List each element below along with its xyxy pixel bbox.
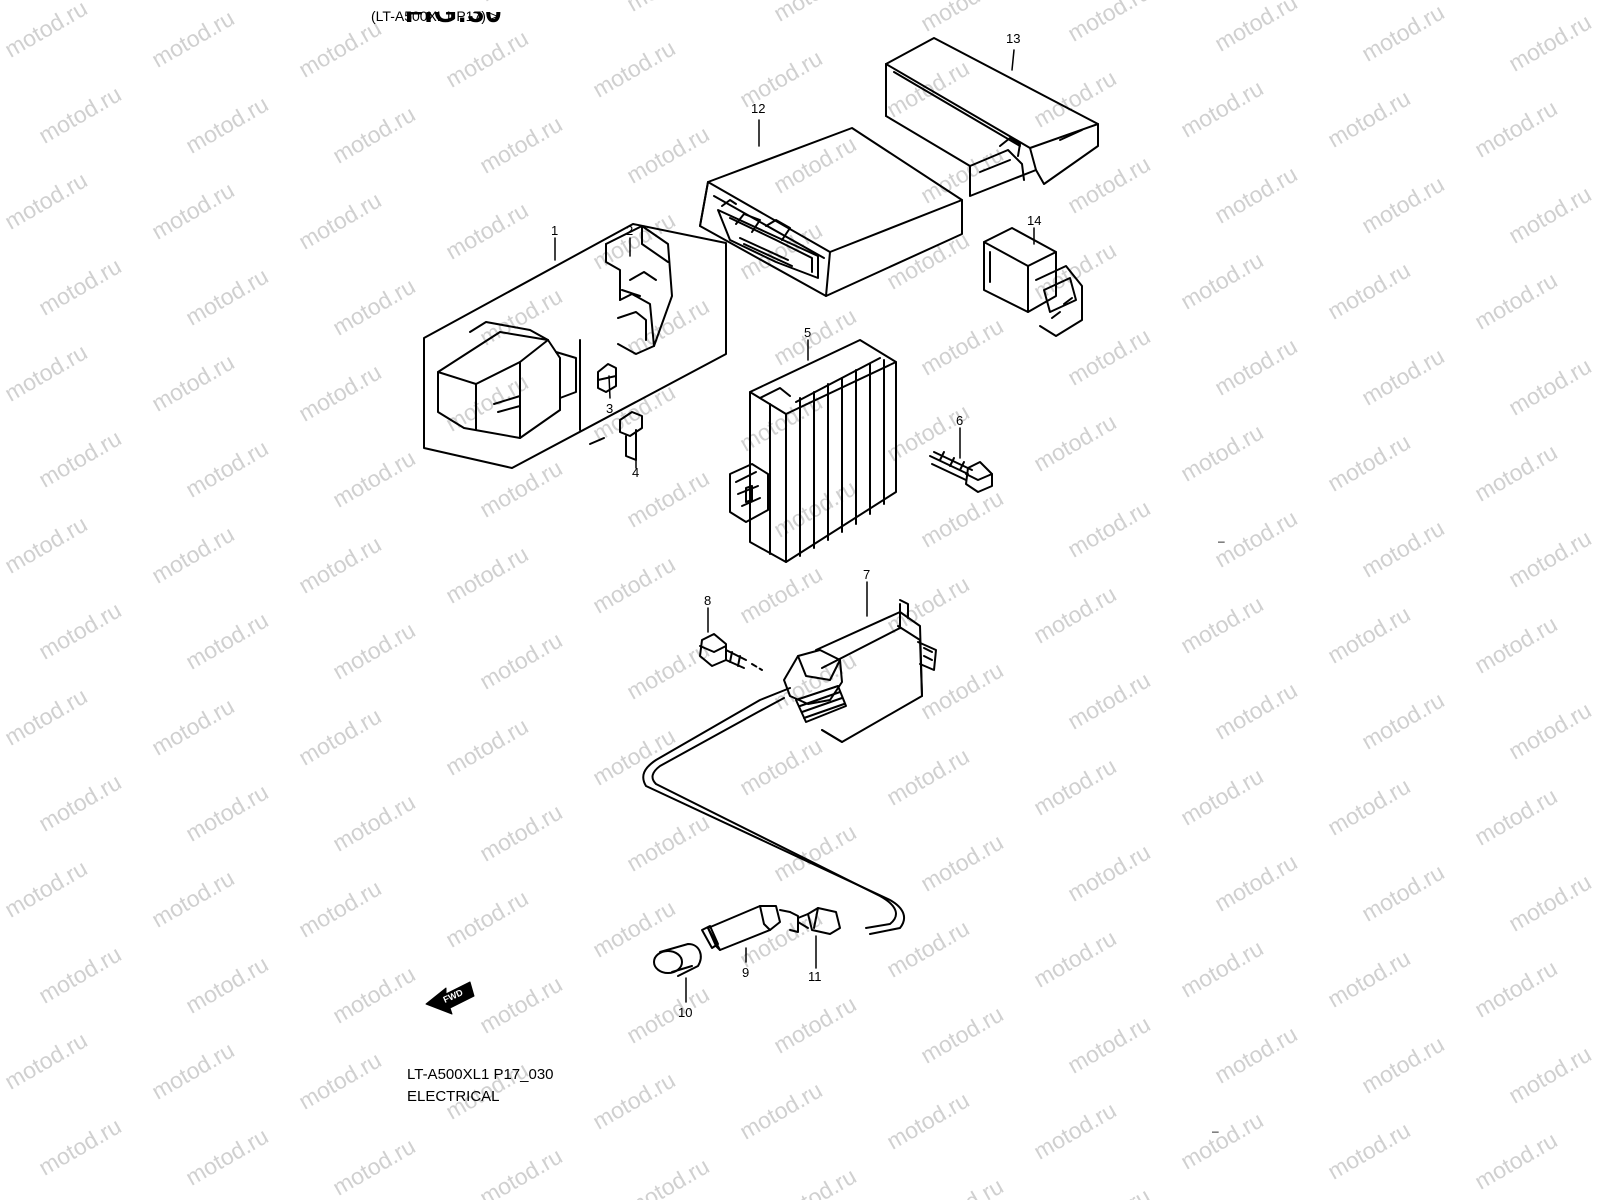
stray-mark: –	[1218, 534, 1225, 548]
part-10-cap-cover	[653, 943, 702, 977]
callout-1: 1	[551, 223, 559, 238]
callout-9: 9	[742, 965, 750, 980]
callout-3: 3	[606, 401, 614, 416]
callout-10: 10	[678, 1005, 693, 1020]
part-11-sleeve	[789, 907, 841, 935]
section-title: ELECTRICAL	[407, 1088, 500, 1105]
callout-12: 12	[751, 101, 766, 116]
part-14-relay	[983, 227, 1083, 337]
figure-number-text: FIG.30	[405, 12, 503, 29]
part-7-ignition-coil	[642, 599, 937, 935]
model-reference: (LT-A500XL1 P17) >	[371, 8, 498, 24]
callout-11: 11	[808, 969, 822, 984]
callout-8: 8	[704, 593, 712, 608]
part-12-ecm	[699, 127, 963, 297]
part-6-bolt	[929, 451, 993, 493]
part-13-bracket	[885, 37, 1099, 197]
part-8-bolt	[699, 633, 763, 671]
stray-mark: –	[1212, 1124, 1219, 1138]
callout-7: 7	[863, 567, 871, 582]
part-1-relay-assembly	[423, 223, 727, 469]
part-9-plug-cap	[701, 905, 791, 951]
callout-6: 6	[956, 413, 964, 428]
diagram-code: LT-A500XL1 P17_030	[407, 1066, 554, 1083]
callout-2: 2	[626, 223, 634, 238]
part-5-regulator	[729, 339, 897, 563]
callout-14: 14	[1027, 213, 1042, 228]
callout-5: 5	[804, 325, 812, 340]
leader-lines	[554, 49, 1035, 1003]
figure-number-partial: FIG.30	[405, 12, 503, 34]
fwd-arrow-icon	[425, 981, 475, 1015]
callout-4: 4	[632, 465, 640, 480]
callout-13: 13	[1006, 31, 1021, 46]
